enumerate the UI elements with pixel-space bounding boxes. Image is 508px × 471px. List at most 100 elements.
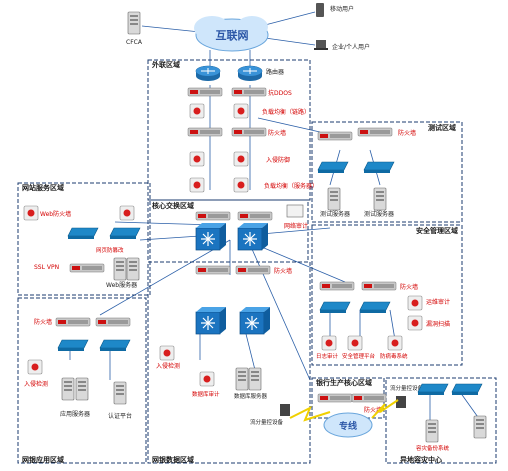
firewall-icon — [231, 127, 267, 137]
vuln-scan-icon — [407, 315, 423, 331]
zone-data-title: 网银数据区域 — [152, 455, 194, 464]
web-tamper-icon — [119, 205, 135, 221]
db-audit-icon — [199, 371, 215, 387]
app-zone-devices: 防火墙 入侵检测 应用服务器 认证平台 — [24, 317, 132, 420]
mobile-user-node: 移动用户 — [316, 3, 354, 17]
ids-data-label: 入侵检测 — [156, 362, 180, 370]
auth-platform-label: 认证平台 — [108, 412, 132, 420]
dedicated-line-cloud: 专线 — [289, 399, 399, 438]
bank-firewall-icon — [317, 393, 353, 403]
traffic-device-icon — [280, 404, 290, 416]
antivirus-label: 防病毒系统 — [380, 352, 408, 360]
zone-security-frame — [311, 224, 463, 366]
firewall-icon — [187, 127, 223, 137]
zone-web-frame — [17, 182, 151, 296]
core-switch-icon — [195, 222, 227, 251]
switch-icon — [109, 227, 141, 240]
sec-firewall-icon — [319, 281, 355, 291]
switch-icon — [363, 161, 395, 174]
zone-dmz-title: 外联区域 — [152, 60, 180, 69]
db-server-icon — [235, 367, 249, 391]
zone-app-title: 网银应用区域 — [22, 455, 64, 464]
app-server-icon — [61, 377, 75, 401]
db-server-icon — [248, 367, 262, 391]
phone-icon — [316, 3, 324, 17]
cfca-node: CFCA — [126, 11, 143, 46]
lb-link-icon — [189, 103, 205, 119]
auth-platform-icon — [113, 381, 127, 405]
ssl-vpn-label: SSL VPN — [34, 264, 59, 271]
lb-link-label: 负载均衡（链路） — [262, 108, 310, 116]
core-firewall-icon — [237, 211, 273, 221]
dr-system-label: 容灾备份系统 — [416, 444, 450, 452]
security-zone-devices: 防火墙 运维审计 漏洞扫描 日志审计 安全管理平台 防病毒系统 — [316, 281, 450, 360]
sec-platform-icon — [347, 335, 363, 351]
bank-core-devices: 防火墙 — [317, 393, 387, 414]
test-server-label: 测试服务器 — [320, 210, 350, 218]
app-firewall-label: 防火墙 — [34, 318, 52, 326]
data-firewall-icon — [195, 265, 231, 275]
core-zone-devices: 网络审计 — [195, 204, 308, 251]
lb-link-icon — [233, 103, 249, 119]
test-firewall-icon — [357, 127, 393, 137]
ids-app-label: 入侵检测 — [24, 380, 48, 388]
zone-test-frame — [311, 121, 463, 223]
anti-ddos-icon — [187, 87, 223, 97]
ips-icon — [189, 151, 205, 167]
web-server-icon — [113, 257, 127, 281]
bank-firewall-icon — [351, 393, 387, 403]
switch-icon — [451, 383, 483, 396]
web-firewall-icon — [23, 205, 39, 221]
switch-icon — [359, 301, 391, 314]
app-server-label: 应用服务器 — [60, 410, 90, 418]
zone-bank-title: 银行生产核心区域 — [316, 378, 372, 387]
dr-zone-devices: 流分量控设备 容灾备份系统 — [390, 383, 487, 452]
mobile-user-label: 移动用户 — [330, 5, 354, 13]
lb-server-icon — [189, 177, 205, 193]
traffic-device-label: 流分量控设备 — [250, 418, 284, 426]
switch-icon — [417, 383, 449, 396]
db-audit-label: 数据库审计 — [192, 390, 220, 398]
data-firewall-label: 防火墙 — [274, 267, 292, 275]
web-tamper-label: 网页防篡改 — [96, 246, 124, 254]
net-audit-label: 网络审计 — [284, 222, 308, 230]
dmz-devices: 路由器 抗DDOS 负载均衡（链路） 防火墙 入侵防御 负载均衡（服务器） — [187, 65, 318, 193]
switch-icon — [99, 339, 131, 352]
zone-data-frame — [147, 261, 311, 464]
zone-titles: 外联区域 网站服务区域 核心交换区域 测试区域 安全管理区域 网银应用区域 网银… — [22, 60, 458, 464]
web-server-icon — [126, 257, 140, 281]
app-firewall-icon — [95, 317, 131, 327]
lb-server-label: 负载均衡（服务器） — [264, 182, 318, 190]
test-firewall-label: 防火墙 — [398, 129, 416, 137]
ssl-vpn-icon — [69, 263, 105, 273]
dedicated-line-label: 专线 — [339, 420, 357, 432]
test-server-icon — [373, 187, 387, 211]
test-server-2-label: 测试服务器 — [364, 210, 394, 218]
cert-audit-icon — [407, 295, 423, 311]
firewall-label: 防火墙 — [268, 129, 286, 137]
traffic-device-2-icon — [396, 396, 406, 408]
switch-icon — [319, 301, 351, 314]
dr-server-icon — [425, 419, 439, 443]
test-server-icon — [327, 187, 341, 211]
internet-label: 互联网 — [216, 28, 249, 42]
pc-icon — [316, 40, 326, 48]
data-core-switch-icon — [239, 306, 271, 335]
log-audit-label: 日志审计 — [316, 352, 339, 360]
core-switch-icon — [237, 222, 269, 251]
data-firewall-icon — [235, 265, 271, 275]
bank-firewall-label: 防火墙 — [364, 406, 382, 414]
anti-ddos-icon — [231, 87, 267, 97]
ids-data-icon — [159, 345, 175, 361]
ids-app-icon — [27, 359, 43, 375]
enterprise-user-node: 企业/个人用户 — [314, 40, 370, 51]
sec-platform-label: 安全管理平台 — [342, 352, 376, 360]
test-zone-devices: 防火墙 测试服务器 测试服务器 — [317, 127, 416, 218]
switch-icon — [67, 227, 99, 240]
db-server-label: 数据库服务器 — [234, 392, 268, 400]
internet-cloud: 互联网 — [194, 16, 269, 52]
antivirus-icon — [387, 335, 403, 351]
app-server-icon — [75, 377, 89, 401]
data-zone-devices: 防火墙 入侵检测 数据库审计 数据库服务器 流分量控设备 — [156, 265, 292, 426]
